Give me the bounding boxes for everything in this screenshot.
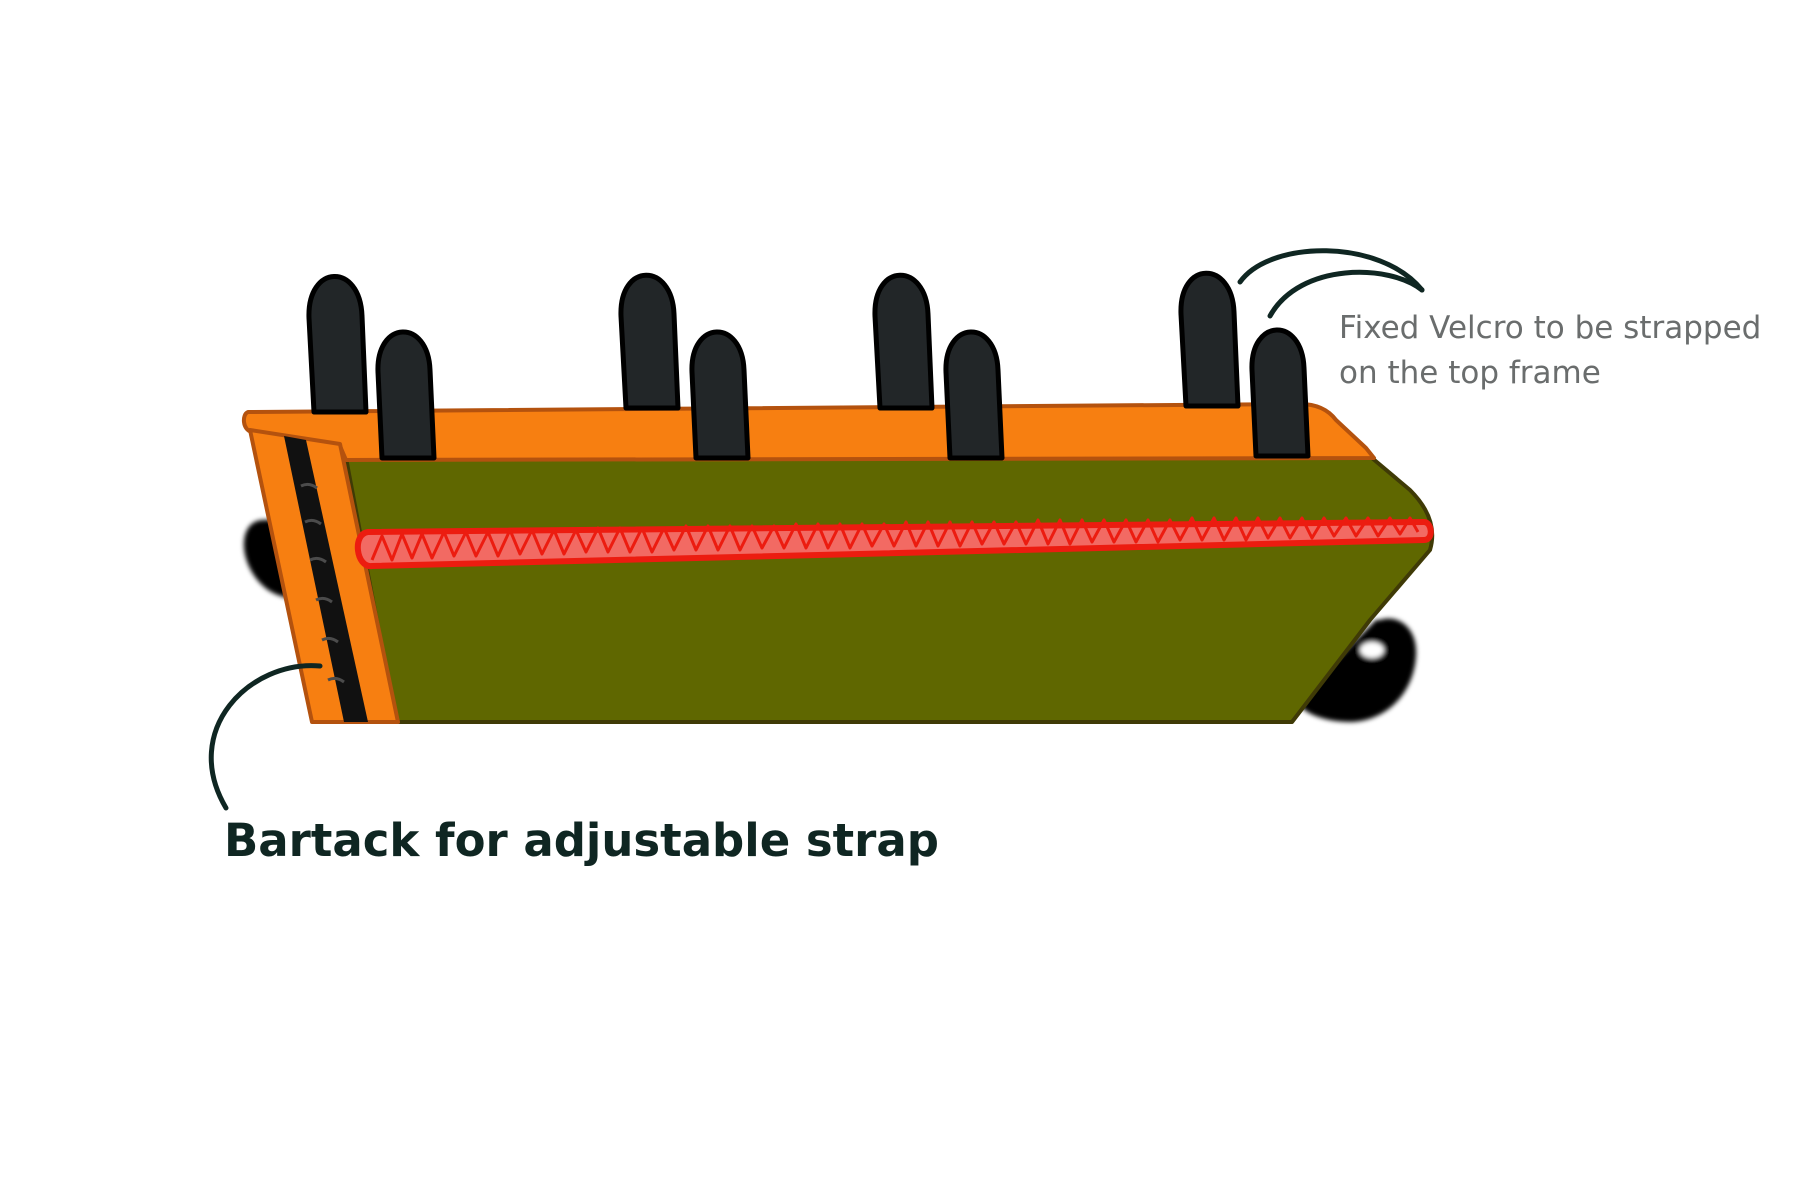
velcro-annotation-line-1: Fixed Velcro to be strapped — [1339, 310, 1762, 346]
velcro-leader-line — [1267, 269, 1425, 319]
top-frame — [241, 402, 1376, 462]
zipper-icon — [354, 516, 1434, 569]
velcro-tab-icon — [943, 329, 1005, 461]
velcro-tab-icon — [618, 272, 681, 411]
bag-body — [344, 456, 1435, 724]
velcro-tab-icon — [689, 329, 751, 461]
velcro-annotation: Fixed Velcro to be strapped on the top f… — [1339, 306, 1789, 396]
bartack-leader-line — [208, 663, 323, 811]
strap-loop-right-icon — [1296, 618, 1417, 722]
velcro-leader-line — [1237, 248, 1425, 293]
bartack-annotation: Bartack for adjustable strap — [224, 814, 939, 867]
velcro-tab-icon — [375, 329, 437, 461]
velcro-tab-icon — [306, 274, 369, 415]
velcro-annotation-line-2: on the top frame — [1339, 355, 1601, 391]
velcro-tab-icon — [872, 272, 935, 411]
adjustable-strap-icon — [284, 436, 368, 722]
velcro-tab-icon — [1178, 270, 1241, 409]
velcro-tab-icon — [1249, 327, 1311, 459]
